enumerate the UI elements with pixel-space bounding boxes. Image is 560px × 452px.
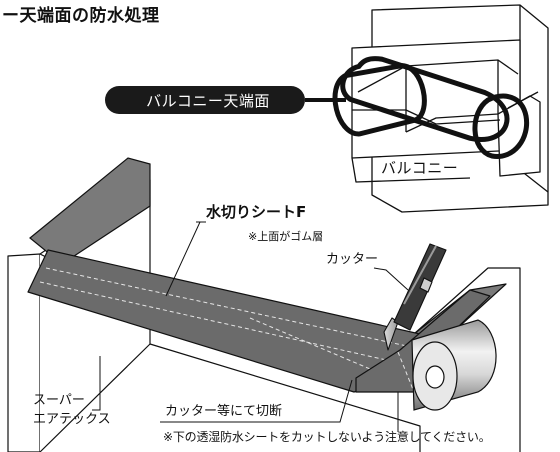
cut-note-label: カッター等にて切断: [165, 404, 283, 419]
super-label-line1: スーパー: [33, 393, 85, 408]
super-leader: [92, 356, 101, 411]
sheet-leader: [165, 221, 206, 297]
super-label-line2: エアテックス: [33, 412, 111, 427]
balcony-top-label-text: バルコニー天端面: [146, 91, 270, 110]
warning-note: ※下の透湿防水シートをカットしないよう注意してください。: [163, 430, 491, 444]
cut-leader: [160, 379, 353, 423]
sheet-roll: [411, 319, 497, 411]
balcony-label: バルコニー: [381, 159, 459, 177]
sheet-name-label: 水切りシートF: [206, 203, 307, 221]
highlight-ring-long: [340, 56, 510, 142]
sheet-fold-lines: [39, 267, 417, 381]
cutter-label: カッター: [326, 252, 379, 267]
cutter-knife: [383, 243, 447, 351]
cut-line: [397, 351, 415, 393]
page-title: ー天端面の防水処理: [2, 6, 160, 26]
inset-highlight-rings: [332, 56, 530, 159]
highlight-ring-right: [472, 93, 530, 159]
cutter-leader: [373, 267, 409, 291]
balcony-top-label: バルコニー天端面: [105, 86, 305, 114]
leader-lines: [92, 221, 409, 432]
sheet-note-label: ※上面がゴム層: [248, 230, 324, 243]
